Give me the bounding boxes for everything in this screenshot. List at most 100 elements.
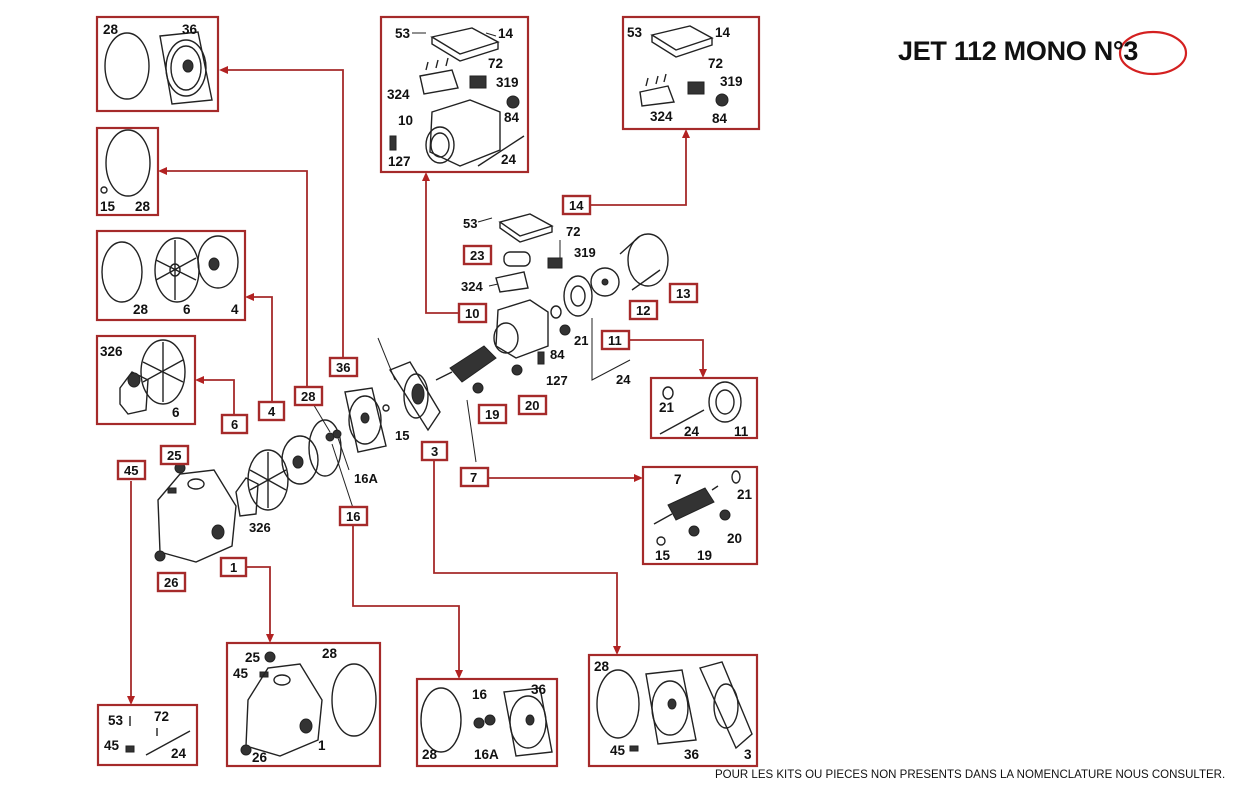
part-shape bbox=[208, 257, 220, 271]
tag-label: 16 bbox=[346, 509, 360, 524]
part-label: 84 bbox=[712, 111, 728, 126]
part-shape bbox=[140, 339, 186, 405]
part-shape bbox=[127, 372, 141, 388]
part-shape bbox=[403, 373, 429, 419]
kit-box-3[interactable]: 28 45 36 3 bbox=[587, 653, 759, 768]
tag-7[interactable]: 7 bbox=[459, 466, 490, 488]
tag-25[interactable]: 25 bbox=[159, 444, 190, 466]
washer-icon bbox=[382, 404, 390, 412]
tag-45[interactable]: 45 bbox=[116, 459, 147, 481]
terminal-block-icon bbox=[495, 271, 529, 293]
part-shape bbox=[495, 299, 549, 359]
tag-14[interactable]: 14 bbox=[561, 194, 592, 216]
kit-box-28[interactable]: 15 28 bbox=[95, 126, 160, 217]
kit-box-14[interactable]: 53 14 72 319 324 84 bbox=[621, 15, 761, 131]
part-label: 16A bbox=[354, 471, 378, 486]
part-label: 24 bbox=[171, 746, 187, 761]
part-shape bbox=[170, 45, 202, 91]
tag-23[interactable]: 23 bbox=[462, 244, 493, 266]
tag-13[interactable]: 13 bbox=[668, 282, 699, 304]
part-shape bbox=[708, 381, 742, 423]
part-label: 24 bbox=[616, 372, 631, 387]
leader-line bbox=[311, 401, 331, 433]
terminal-block-icon bbox=[419, 57, 459, 95]
tag-1[interactable]: 1 bbox=[219, 556, 248, 578]
bracket-flange-icon bbox=[699, 661, 753, 750]
part-label: 53 bbox=[395, 26, 411, 41]
tag-label: 28 bbox=[301, 389, 315, 404]
title-main: JET 112 MONO bbox=[898, 36, 1094, 66]
plug-icon bbox=[264, 651, 276, 663]
kit-box-16[interactable]: 16 36 28 16A bbox=[415, 677, 559, 768]
tag-19[interactable]: 19 bbox=[477, 403, 508, 425]
fan-cover-icon bbox=[619, 233, 669, 291]
diffuser-icon bbox=[281, 435, 319, 485]
cable-gland-icon bbox=[715, 93, 729, 107]
kit-box-45[interactable]: 53 72 45 24 bbox=[96, 703, 199, 767]
kit-box-4[interactable]: 28 6 4 bbox=[95, 229, 247, 322]
motor-housing-icon bbox=[493, 299, 549, 359]
kit-box-7[interactable]: 7 21 15 19 20 bbox=[641, 465, 759, 566]
part-label: 15 bbox=[395, 428, 409, 443]
tie-rod-icon bbox=[477, 135, 525, 167]
part-label: 15 bbox=[655, 548, 671, 563]
part-shape bbox=[651, 35, 713, 58]
part-shape bbox=[713, 683, 739, 729]
part-label: 72 bbox=[566, 224, 580, 239]
part-label: 21 bbox=[737, 487, 753, 502]
tag-4[interactable]: 4 bbox=[257, 400, 286, 422]
part-shape bbox=[119, 371, 149, 415]
tie-rod-icon bbox=[591, 318, 631, 381]
seal-ring-icon bbox=[484, 714, 496, 726]
tag-box bbox=[257, 400, 286, 422]
impeller-icon bbox=[154, 237, 200, 303]
kit-box-10[interactable]: 53 14 72 319 324 10 84 127 24 bbox=[379, 15, 530, 174]
part-label: 3 bbox=[744, 747, 752, 762]
part-label: 36 bbox=[182, 22, 198, 37]
tie-rod-icon bbox=[659, 409, 705, 435]
part-shape bbox=[469, 75, 487, 89]
part-label: 16A bbox=[474, 747, 499, 762]
part-shape bbox=[431, 37, 499, 62]
bearing-icon bbox=[688, 525, 700, 537]
arrowhead-icon bbox=[422, 172, 430, 181]
part-label: 28 bbox=[594, 659, 610, 674]
part-shape bbox=[650, 25, 714, 51]
part-shape bbox=[653, 513, 673, 525]
tag-16[interactable]: 16 bbox=[338, 505, 369, 527]
tag-20[interactable]: 20 bbox=[517, 394, 548, 416]
kit-box-36[interactable]: 28 36 bbox=[95, 15, 220, 113]
part-label: 14 bbox=[498, 26, 514, 41]
part-label: 14 bbox=[715, 25, 731, 40]
tag-36[interactable]: 36 bbox=[328, 356, 359, 378]
part-shape bbox=[667, 487, 715, 521]
part-label: 84 bbox=[550, 347, 565, 362]
part-label: 6 bbox=[183, 302, 191, 317]
part-shape bbox=[292, 455, 304, 469]
part-label: 326 bbox=[249, 520, 271, 535]
motor-housing-icon bbox=[425, 99, 501, 167]
kit-box-6[interactable]: 326 6 bbox=[95, 334, 197, 426]
page-title: JET 112 MONO N°3 bbox=[898, 36, 1138, 67]
tag-label: 25 bbox=[167, 448, 181, 463]
tag-6[interactable]: 6 bbox=[220, 413, 249, 435]
part-shape bbox=[601, 278, 609, 286]
tag-label: 26 bbox=[164, 575, 178, 590]
kit-box-11[interactable]: 21 24 11 bbox=[649, 376, 759, 440]
tag-11[interactable]: 11 bbox=[600, 329, 631, 351]
kit-box-1[interactable]: 25 28 45 1 26 bbox=[225, 641, 382, 768]
part-shape bbox=[627, 233, 669, 287]
tag-3[interactable]: 3 bbox=[420, 440, 449, 462]
tag-box bbox=[420, 440, 449, 462]
tag-28[interactable]: 28 bbox=[293, 385, 324, 407]
tag-12[interactable]: 12 bbox=[628, 299, 659, 321]
tag-26[interactable]: 26 bbox=[156, 571, 187, 593]
part-label: 24 bbox=[684, 424, 700, 439]
part-shape bbox=[525, 714, 535, 726]
capacitor-icon bbox=[503, 251, 531, 267]
part-label: 21 bbox=[574, 333, 588, 348]
kit-border bbox=[95, 229, 247, 322]
tag-10[interactable]: 10 bbox=[457, 302, 488, 324]
connector-line bbox=[591, 132, 687, 206]
part-label: 319 bbox=[720, 74, 743, 89]
